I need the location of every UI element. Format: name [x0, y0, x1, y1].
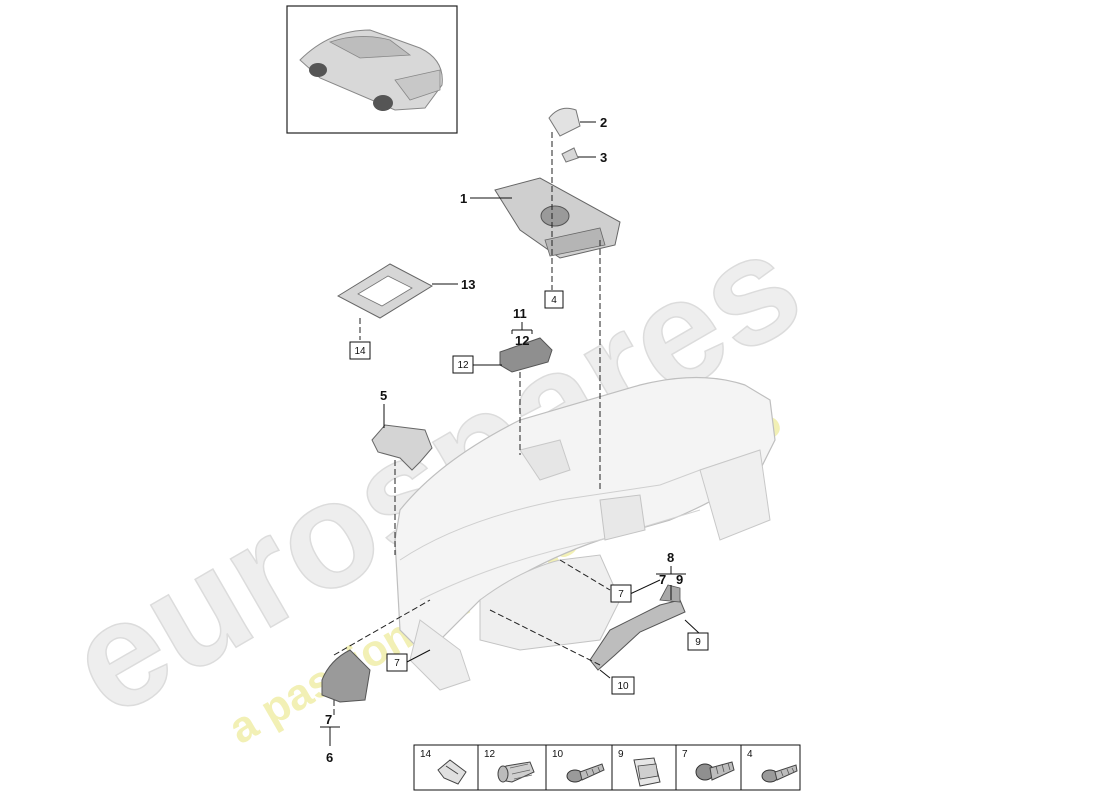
svg-text:7: 7: [618, 589, 624, 600]
callout-5: 5: [380, 388, 387, 403]
svg-text:7: 7: [682, 749, 688, 760]
legend-item-14: 14: [420, 749, 467, 785]
svg-text:9: 9: [695, 637, 701, 648]
callout-12: 12: [515, 333, 529, 348]
svg-text:7: 7: [394, 658, 400, 669]
part-1-console-trim: [494, 177, 621, 259]
part-5-speaker-cover: [371, 424, 433, 471]
part-3-clip: [561, 147, 579, 163]
svg-text:4: 4: [747, 749, 753, 760]
dashed-guide-lines: [333, 132, 611, 715]
clip-icon: [437, 759, 467, 785]
boxed-ref-10: 10: [611, 676, 635, 695]
svg-text:12: 12: [484, 749, 496, 760]
callout-1: 1: [460, 191, 467, 206]
part-10-bracket: [589, 584, 686, 671]
legend-item-12: 12: [484, 749, 535, 783]
svg-text:12: 12: [457, 360, 469, 371]
legend-item-9: 9: [618, 749, 661, 787]
torx-screw-icon: [761, 764, 798, 783]
boxed-ref-14: 14: [349, 341, 371, 360]
callout-6: 6: [326, 750, 333, 765]
svg-text:14: 14: [354, 346, 366, 357]
callout-2: 2: [600, 115, 607, 130]
boxed-ref-7-left: 7: [386, 653, 408, 672]
legend-item-4: 4: [747, 749, 798, 783]
svg-text:10: 10: [617, 681, 629, 692]
boxed-ref-9-right: 9: [687, 632, 709, 651]
torx-screw-icon: [566, 763, 605, 783]
callout-3: 3: [600, 150, 607, 165]
boxed-ref-7-right: 7: [610, 584, 632, 603]
part-13-frame-trim: [336, 263, 434, 319]
callout-7-bracket-8: 7: [659, 572, 666, 587]
legend-item-10: 10: [552, 749, 605, 783]
vehicle-thumbnail: [286, 5, 458, 134]
fastener-legend: 14 12 10 9: [413, 744, 801, 791]
callout-8: 8: [667, 550, 674, 565]
dashboard-assembly: [394, 376, 776, 691]
boxed-ref-4: 4: [544, 290, 564, 309]
svg-text:10: 10: [552, 749, 564, 760]
callout-13: 13: [461, 277, 475, 292]
svg-text:14: 14: [420, 749, 432, 760]
callout-7-under-6: 7: [325, 712, 332, 727]
flat-head-screw-icon: [695, 761, 735, 781]
callout-9-bracket-8: 9: [676, 572, 683, 587]
svg-text:9: 9: [618, 749, 624, 760]
part-6-side-cover: [321, 649, 371, 703]
part-2-cover: [548, 107, 581, 137]
leader-lines: [320, 121, 701, 746]
spring-nut-icon: [633, 757, 661, 787]
legend-item-7: 7: [682, 749, 735, 781]
boxed-ref-12: 12: [452, 355, 474, 374]
svg-text:4: 4: [551, 295, 557, 306]
expanding-rivet-icon: [497, 761, 535, 783]
callout-11: 11: [513, 306, 527, 321]
